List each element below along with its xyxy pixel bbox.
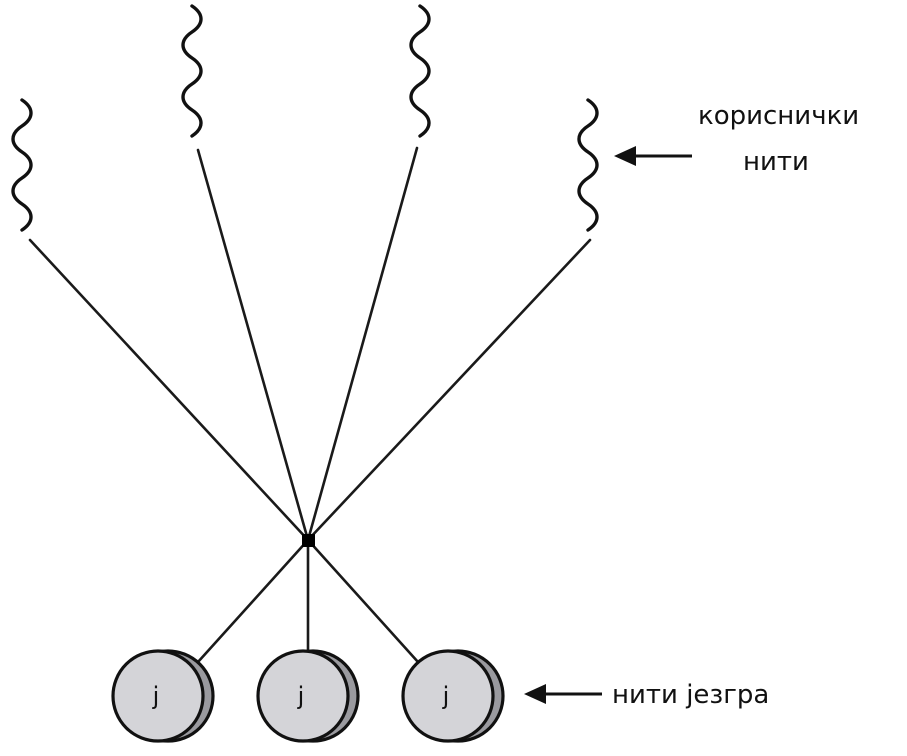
- connection-kernel-thread-1: [196, 538, 310, 664]
- kernel-threads-annotation: нити језгра: [524, 680, 769, 710]
- kernel-thread-label: j: [442, 682, 450, 710]
- kernel-thread-label: j: [297, 682, 305, 710]
- kernel-thread-connections: [196, 538, 420, 664]
- user-threads-annotation: кориснички нити: [614, 101, 859, 177]
- kernel-thread-1: j: [111, 649, 215, 743]
- arrow-head-icon: [524, 684, 546, 704]
- kernel-thread-label: j: [152, 682, 160, 710]
- user-threads: [11, 4, 599, 232]
- kernel-threads: j j j: [111, 649, 505, 743]
- user-thread-4: [577, 98, 599, 232]
- user-thread-2: [181, 4, 203, 138]
- connection-user-thread-3: [306, 146, 419, 542]
- user-thread-connections: [28, 146, 592, 542]
- user-threads-label-line2: нити: [743, 147, 809, 177]
- connection-user-thread-1: [28, 238, 310, 542]
- connection-user-thread-4: [306, 238, 592, 542]
- user-thread-3: [409, 4, 431, 138]
- arrow-head-icon: [614, 146, 636, 166]
- kernel-thread-2: j: [256, 649, 360, 743]
- connection-user-thread-2: [196, 148, 310, 542]
- kernel-threads-label: нити језгра: [612, 680, 769, 710]
- kernel-thread-3: j: [401, 649, 505, 743]
- mapping-hub: [302, 534, 315, 547]
- user-threads-label-line1: кориснички: [698, 101, 859, 131]
- connection-kernel-thread-3: [306, 538, 420, 664]
- user-thread-1: [11, 98, 33, 232]
